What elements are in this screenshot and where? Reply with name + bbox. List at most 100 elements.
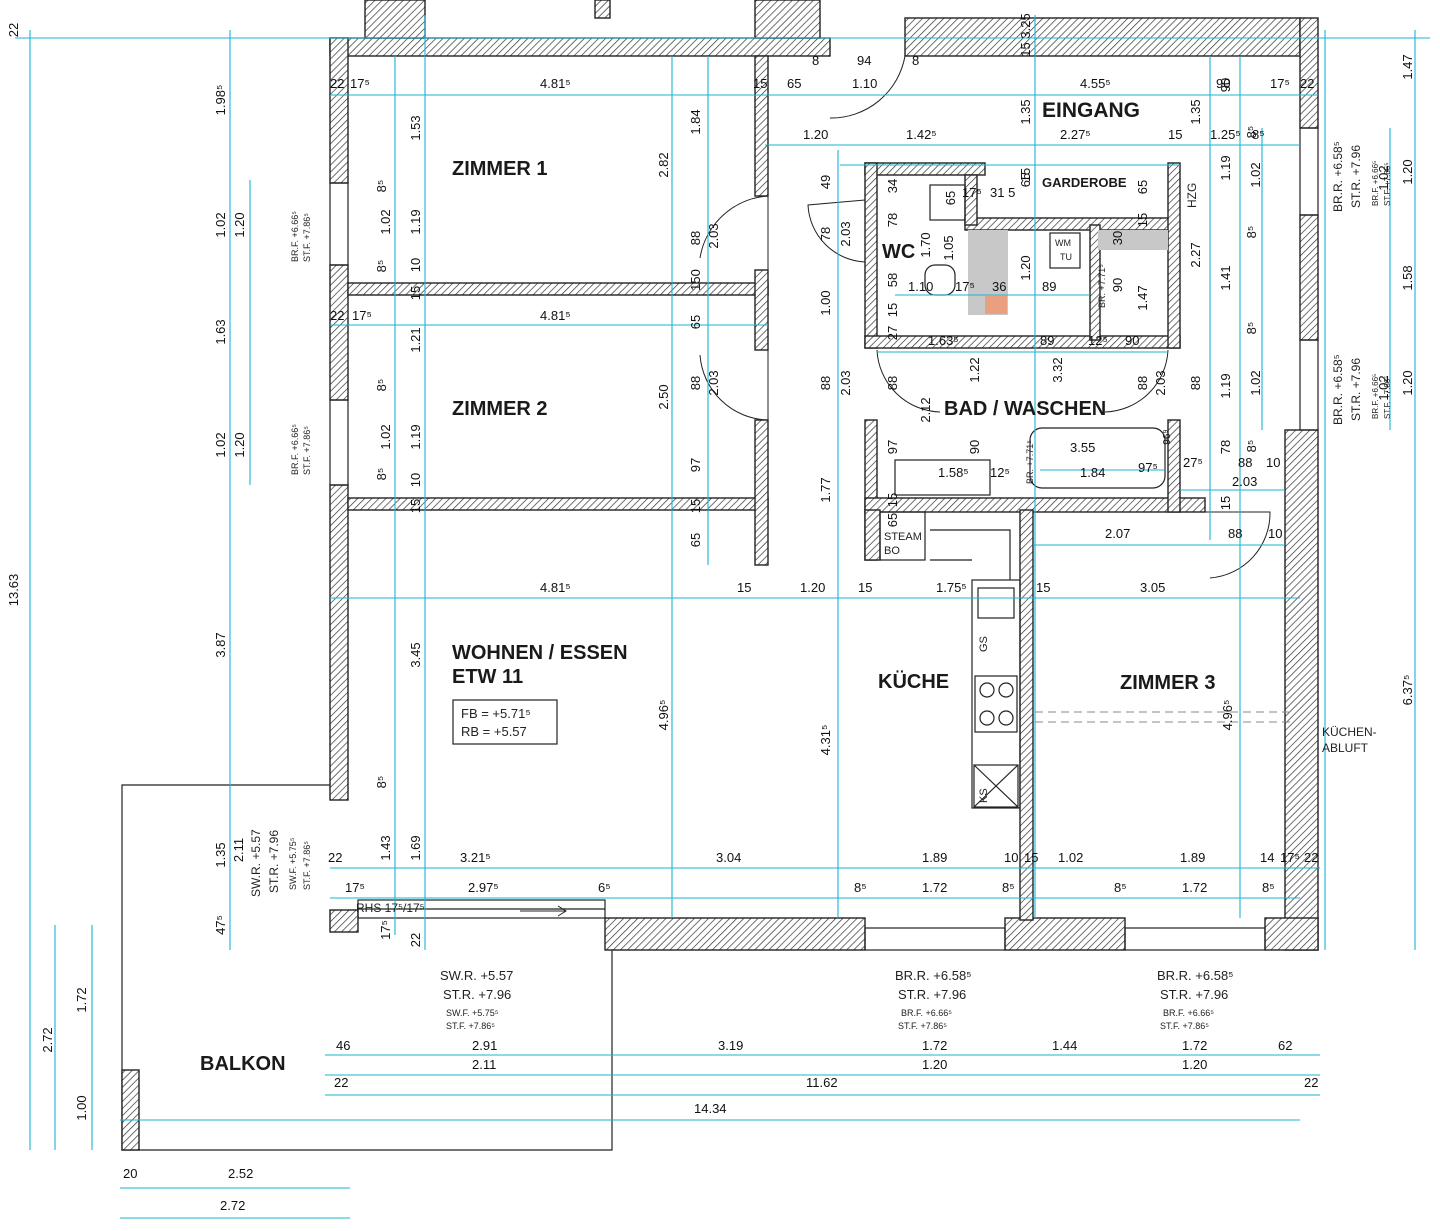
kitchen-l-counter — [930, 529, 1011, 580]
window-bottom-1 — [864, 927, 1006, 951]
wall-top-stub-c — [754, 0, 821, 39]
note-sw-4: ST.F. +7.86⁵ — [446, 1021, 495, 1031]
dim-v-i-85d: 8⁵ — [1244, 440, 1259, 453]
dim-t-252: 2.52 — [228, 1166, 253, 1181]
dim-t-189b: 1.89 — [1180, 850, 1205, 865]
label-ks: KS — [978, 788, 990, 803]
dim-v-l-120a: 1.20 — [232, 212, 247, 237]
dim-v-h-4965: 4.96⁵ — [1220, 700, 1235, 731]
hob-ring-4 — [998, 710, 1014, 726]
dim-v-g-65: 65 — [1135, 180, 1150, 194]
dim-v-b-65b: 65 — [688, 533, 703, 547]
dim-v-a-153: 1.53 — [408, 115, 423, 140]
label-tu: TU — [1060, 252, 1072, 262]
steam-box — [879, 511, 926, 561]
note-right-br2-4: ST.F. +7.86⁵ — [1383, 375, 1392, 419]
dim-v-f-15: 15 — [1018, 168, 1033, 182]
wall-bad-mid — [1089, 224, 1101, 341]
label-zimmer2: ZIMMER 2 — [452, 398, 548, 420]
dim-t-102: 1.02 — [1058, 850, 1083, 865]
dim-t-172c: 1.72 — [922, 1038, 947, 1053]
dim-t-175g: 17⁵ — [345, 880, 365, 895]
dim-v-h-119a: 1.19 — [1218, 155, 1233, 180]
dim-t-88b: 88 — [1228, 526, 1242, 541]
door-wc — [807, 199, 866, 263]
kitchen-hob — [974, 675, 1018, 733]
dim-v-g-15: 15 — [1135, 213, 1150, 227]
dim-t-1255: 1.25⁵ — [1210, 127, 1241, 142]
dim-t-14: 14 — [1260, 850, 1274, 865]
dim-t-10b: 10 — [1268, 526, 1282, 541]
dim-t-175c: 17⁵ — [352, 308, 372, 323]
dim-t-22e: 22 — [328, 850, 342, 865]
dim-v-b-97: 97 — [688, 458, 703, 472]
note-br1-1: BR.R. +6.58⁵ — [895, 968, 972, 983]
dim-t-175b: 17⁵ — [350, 76, 370, 91]
dim-t-207: 2.07 — [1105, 526, 1130, 541]
dim-t-62: 62 — [1278, 1038, 1292, 1053]
dim-v-g-203: 2.03 — [1153, 370, 1168, 395]
dim-v-i-102a: 1.02 — [1248, 162, 1263, 187]
dim-v-a-175: 17⁵ — [378, 920, 393, 940]
dim-t-22c: 22 — [330, 308, 344, 323]
dim-t-15b: 15 — [1168, 127, 1182, 142]
dim-v-r-6375: 6.37⁵ — [1400, 675, 1415, 706]
dim-t-15a: 15 — [753, 76, 767, 91]
dim-t-3215: 3.21⁵ — [460, 850, 491, 865]
note-right-br1-1: BR.R. +6.58⁵ — [1331, 141, 1345, 212]
dim-t-15c: 15 — [737, 580, 751, 595]
wall-left-3 — [329, 484, 349, 801]
dim-t-172d: 1.72 — [1182, 1038, 1207, 1053]
dim-v-i-85a: 8⁵ — [1244, 126, 1259, 139]
note-sw-1: SW.R. +5.57 — [440, 968, 513, 983]
dim-v-c-177: 1.77 — [818, 477, 833, 502]
note-wc-br: BR. +7.71⁵ — [1097, 264, 1107, 308]
dim-v-f-135: 1.35 — [1018, 99, 1033, 124]
dim-v-g-90: 90 — [1110, 278, 1125, 292]
note-bad-br: BR. +7.71⁵ — [1025, 440, 1035, 484]
dim-t-90b: 90 — [1125, 333, 1139, 348]
dim-v-g-30: 30 — [1110, 231, 1125, 245]
dim-t-203h: 2.03 — [1232, 474, 1257, 489]
dim-v-i-85b: 8⁵ — [1244, 226, 1259, 239]
dim-v-g-147: 1.47 — [1135, 285, 1150, 310]
kitchen-counter — [971, 579, 1021, 809]
label-steam: STEAM — [884, 531, 922, 543]
dim-t-275: 27⁵ — [1183, 455, 1203, 470]
wall-top-left — [329, 37, 831, 57]
dim-v-d-97: 97 — [885, 440, 900, 454]
doors — [699, 37, 1271, 579]
balkon-pillar — [121, 1069, 140, 1151]
dim-v-a-143: 1.43 — [378, 835, 393, 860]
dim-v-d-65: 65 — [885, 513, 900, 527]
dim-v-t-969: 96⁹ — [1162, 429, 1173, 444]
wall-z1-east-b — [754, 269, 769, 351]
note-br1-3: BR.F. +6.66⁵ — [901, 1008, 952, 1018]
dim-t-65a: 65 — [787, 76, 801, 91]
dim-t-1425: 1.42⁵ — [906, 127, 937, 142]
note-sw-2: ST.R. +7.96 — [443, 987, 511, 1002]
dim-t-89b: 89 — [1042, 279, 1056, 294]
dim-v-b-88b: 88 — [688, 376, 703, 390]
dim-t-1755: 1.75⁵ — [936, 580, 967, 595]
wall-steam — [864, 509, 881, 561]
dim-t-65b: 6⁵ — [598, 880, 611, 895]
dim-v-l-22: 22 — [6, 23, 21, 37]
dim-t-1635: 1.63⁵ — [928, 333, 959, 348]
note-left-br2-2: ST.F. +7.86⁵ — [302, 426, 312, 475]
room-labels: ZIMMER 1 ZIMMER 2 EINGANG GARDEROBE WC B… — [200, 99, 1377, 1075]
dim-v-b-184: 1.84 — [688, 109, 703, 134]
note-right-br2-1: BR.R. +6.58⁵ — [1331, 354, 1345, 425]
dim-v-l-1363: 13.63 — [6, 574, 21, 607]
label-zimmer1: ZIMMER 1 — [452, 158, 548, 180]
wc-sink — [929, 184, 966, 221]
dim-v-d-58: 58 — [885, 273, 900, 287]
wall-top-stub-b — [594, 0, 611, 19]
dim-v-b-203b: 2.03 — [706, 370, 721, 395]
slide-arrow-icon — [520, 905, 567, 917]
wall-right-3 — [1284, 429, 1319, 951]
dim-v-a-85c: 8⁵ — [374, 379, 389, 392]
door-bad-right — [1104, 349, 1169, 413]
dim-t-22f: 22 — [334, 1075, 348, 1090]
wall-z2-east — [754, 419, 769, 566]
